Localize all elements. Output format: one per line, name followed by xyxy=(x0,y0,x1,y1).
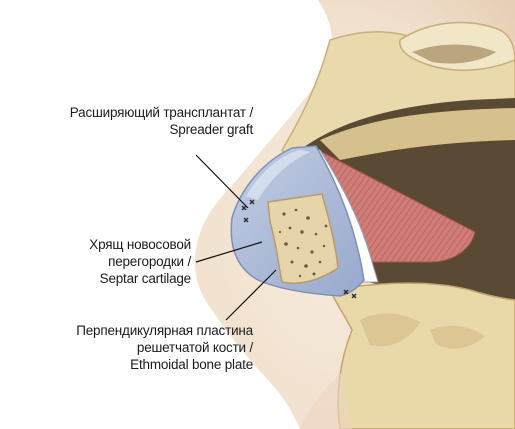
label-line: Spreader graft xyxy=(70,121,253,138)
label-line: перегородки / xyxy=(89,253,191,270)
label-ethmoidal-bone-plate: Перпендикулярная пластина решетчатой кос… xyxy=(76,322,253,373)
label-septar-cartilage: Хрящ новосовой перегородки / Septar cart… xyxy=(89,236,191,287)
label-line: Septar cartilage xyxy=(89,270,191,287)
label-line: Расширяющий трансплантат / xyxy=(70,104,253,121)
label-line: решетчатой кости / xyxy=(76,339,253,356)
label-spreader-graft: Расширяющий трансплантат / Spreader graf… xyxy=(70,104,253,138)
label-line: Перпендикулярная пластина xyxy=(76,322,253,339)
label-line: Ethmoidal bone plate xyxy=(76,356,253,373)
maxilla-bone xyxy=(330,283,515,429)
label-line: Хрящ новосовой xyxy=(89,236,191,253)
